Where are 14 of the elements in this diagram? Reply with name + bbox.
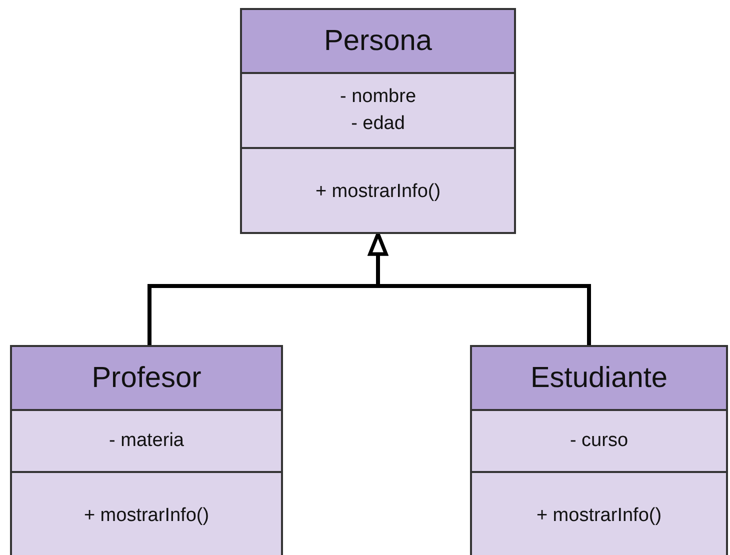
attribute-text: - materia: [109, 428, 184, 453]
class-name: Estudiante: [530, 362, 668, 394]
class-box: [470, 345, 728, 555]
method-text: + mostrarInfo(): [315, 180, 441, 204]
class-name: Persona: [324, 24, 432, 58]
class-box: [240, 8, 516, 234]
attribute-text: - curso: [570, 428, 628, 453]
class-box: [10, 345, 283, 555]
method-text: + mostrarInfo(): [84, 504, 210, 528]
attribute-text: - nombre: [340, 84, 416, 109]
method-text: + mostrarInfo(): [536, 504, 662, 528]
inheritance-arrow: [368, 232, 591, 345]
class-name: Profesor: [92, 362, 202, 394]
attribute-text: - edad: [351, 112, 405, 136]
